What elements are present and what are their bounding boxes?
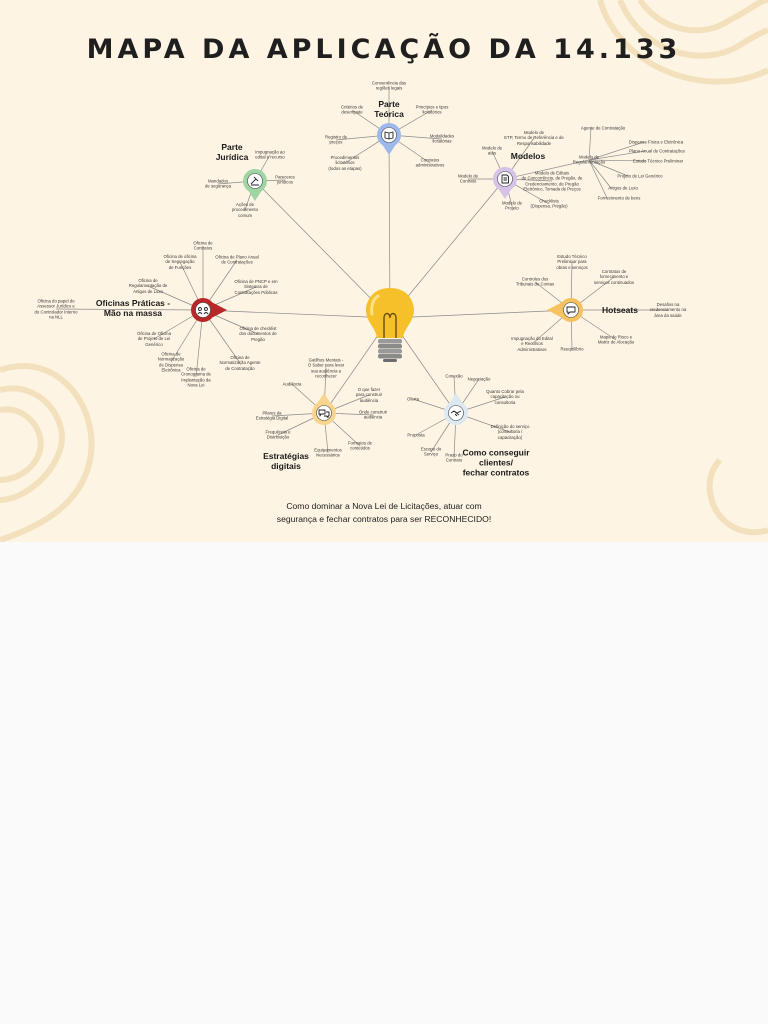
modelos-sub-item: Estudo Técnico Preliminar bbox=[632, 158, 684, 164]
clientes-item: Oferta bbox=[407, 396, 419, 402]
modelos-item: Modelo de Contrato bbox=[457, 173, 479, 184]
topographic-decoration bbox=[0, 0, 768, 542]
parte-teorica-item: Contratos administrativos bbox=[415, 157, 445, 168]
parte-teorica-item: Critérios de desempate bbox=[341, 104, 363, 115]
oficinas-item: Oficina de Normatização Agente de Contra… bbox=[219, 354, 261, 371]
parte-juridica-item: Mandados de segurança bbox=[204, 178, 232, 189]
connector-oficinas-item-11 bbox=[55, 308, 204, 311]
handshake-icon bbox=[444, 393, 468, 425]
clientes-item: Proposta bbox=[407, 432, 425, 438]
chat-bubbles-icon bbox=[312, 393, 336, 425]
connector-parte-juridica bbox=[254, 180, 391, 319]
estrategias-item: Audiência bbox=[282, 381, 302, 387]
modelos-item: Checklists (Dispensa, Pregão) bbox=[530, 198, 568, 209]
clientes-item: Negociação bbox=[467, 376, 491, 382]
clientes-heading: Como conseguir clientes/ fechar contrato… bbox=[462, 447, 530, 479]
connector-hotseats bbox=[389, 309, 572, 319]
modelos-sub-item: Agente de Contratação bbox=[580, 125, 626, 131]
modelos-item: Modelo de Regulamentação bbox=[572, 154, 606, 165]
oficinas-item: Oficina de oficina de Segregação de Funç… bbox=[163, 253, 197, 270]
connector-modelos-sub-3 bbox=[588, 150, 646, 161]
estrategias-item: Onde construir audiência bbox=[358, 409, 388, 420]
oficinas-item: Oficina do papel do Assessor Jurídico e … bbox=[34, 298, 78, 320]
modelos-item: Modelo de Editais de Concorrência, de Pr… bbox=[521, 170, 583, 192]
clientes-item: Conexão bbox=[445, 373, 463, 379]
estrategias-heading: Estratégias digitais bbox=[263, 450, 309, 471]
parte-teorica-heading: Parte Teórica bbox=[374, 98, 404, 119]
connector-modelos-sub-6 bbox=[588, 159, 612, 189]
oficinas-item: Oficina de PNCP e em Sistemas de Contrat… bbox=[234, 278, 278, 295]
oficinas-item: Oficina de checklist dos documentos de P… bbox=[239, 325, 277, 342]
connector-lines bbox=[0, 0, 768, 542]
connector-modelos-item-7 bbox=[504, 159, 590, 180]
estrategias-item: O que fazer para construir audiência bbox=[355, 386, 383, 403]
connector-oficinas bbox=[202, 309, 391, 319]
clientes-item: Quanto Cobrar pela capacitação ou consul… bbox=[486, 388, 524, 405]
chat-icon bbox=[547, 298, 583, 322]
parte-juridica-item: Pareceres jurídicos bbox=[275, 174, 295, 185]
hotseats-item: Controles dos Tribunais de Contas bbox=[515, 276, 555, 287]
light-bulb-icon bbox=[366, 288, 414, 362]
oficinas-item: Oficina de Plano Anual de Contratações bbox=[215, 254, 259, 265]
connector-parte-teorica bbox=[388, 134, 391, 319]
page-title: MAPA DA APLICAÇÃO DA 14.133 bbox=[86, 34, 682, 65]
connector-modelos-sub-4 bbox=[588, 159, 647, 162]
connector-modelos-sub-2 bbox=[588, 141, 645, 161]
oficinas-heading: Oficinas Práticas - Mão na massa bbox=[95, 297, 171, 318]
hotseats-item: Contratos de fornecimento e serviços con… bbox=[593, 268, 635, 285]
book-icon bbox=[377, 123, 401, 155]
parte-teorica-item: Registro de preços bbox=[325, 134, 347, 145]
connector-modelos-sub-5 bbox=[588, 159, 629, 177]
parte-teorica-item: Princípios e tipos licitatórios bbox=[415, 104, 449, 115]
connector-modelos-sub-1 bbox=[588, 127, 592, 161]
caption-line-1: Como dominar a Nova Lei de Licitações, a… bbox=[286, 501, 482, 511]
oficinas-item: Oficina de Oficina de Projeto de Lei Gen… bbox=[137, 330, 171, 347]
estrategias-item: Frequência e Distribuição bbox=[265, 429, 291, 440]
parte-juridica-item: Impugnação ao edital e recurso bbox=[255, 149, 285, 160]
modelos-item: Modelo de Projeto bbox=[501, 200, 523, 211]
modelos-item: Modelo de ETP, Termo de Referência e de … bbox=[504, 129, 564, 146]
estrategias-item: Pilares da Estratégia Digital bbox=[255, 410, 289, 421]
oficinas-item: Oficina de Contratos bbox=[193, 240, 213, 251]
modelos-item: Modelo de atas bbox=[481, 145, 503, 156]
mind-map-poster: MAPA DA APLICAÇÃO DA 14.133 Conveniência… bbox=[0, 0, 768, 542]
oficinas-item: Oficina de Cronograma de Implantação da … bbox=[181, 366, 211, 388]
caption-line-2: segurança e fechar contratos para ser RE… bbox=[276, 513, 492, 524]
clientes-item: Escopo do Serviço bbox=[420, 446, 442, 457]
modelos-sub-item: Artigos de Luxo bbox=[608, 185, 638, 191]
connector-modelos-sub-7 bbox=[588, 159, 608, 199]
hotseats-item: Mapa de Risco e Matriz de Alocação bbox=[597, 334, 635, 345]
hotseats-item: Reequilíbrio bbox=[560, 346, 584, 352]
caption: Como dominar a Nova Lei de Licitações, a… bbox=[0, 500, 768, 526]
hotseats-item: Impugnação do Edital e Recursos Administ… bbox=[511, 335, 553, 352]
hotseats-item: Desafios na credenciamento na área da sa… bbox=[649, 301, 687, 318]
oficinas-item: Oficina de Normatização de Dispensa Elet… bbox=[157, 351, 185, 373]
estrategias-item: Gatilhos Mentais - O Saber para levar su… bbox=[307, 357, 345, 379]
parte-teorica-item: Modalidades licitatórias bbox=[429, 133, 455, 144]
people-icon bbox=[191, 298, 227, 322]
hotseats-item: Estudo Técnico Preliminar para obras e s… bbox=[556, 253, 588, 270]
hotseats-heading: Hotseats bbox=[602, 304, 638, 315]
connector-modelos bbox=[389, 178, 506, 319]
clientes-item: Definição do serviço (consultoria / capa… bbox=[490, 423, 530, 440]
modelos-sub-item: Dispensa Física e Eletrônica bbox=[628, 139, 684, 145]
modelos-sub-item: Plano Anual de Contratações bbox=[629, 148, 685, 154]
document-icon bbox=[493, 167, 517, 199]
oficinas-item: Oficina de Regulamentação de Artigos de … bbox=[128, 277, 168, 294]
gavel-icon bbox=[243, 169, 267, 201]
parte-teorica-item: Procedimentos licitatórios (todos as eta… bbox=[328, 154, 362, 171]
parte-juridica-item: Ações de procedimento comum bbox=[231, 201, 259, 218]
modelos-sub-item: Projeto de Lei Genérico bbox=[617, 173, 663, 179]
clientes-item: Prazo do Contrato bbox=[445, 452, 463, 463]
modelos-sub-item: Fornecimento de bens bbox=[597, 195, 641, 201]
estrategias-item: Formatos de conteúdos bbox=[347, 440, 373, 451]
modelos-heading: Modelos bbox=[510, 150, 546, 161]
estrategias-item: Equipamentos Necessários bbox=[314, 447, 342, 458]
parte-juridica-heading: Parte Jurídica bbox=[215, 141, 249, 162]
parte-teorica-item: Conveniência das regiões legais bbox=[371, 80, 407, 91]
